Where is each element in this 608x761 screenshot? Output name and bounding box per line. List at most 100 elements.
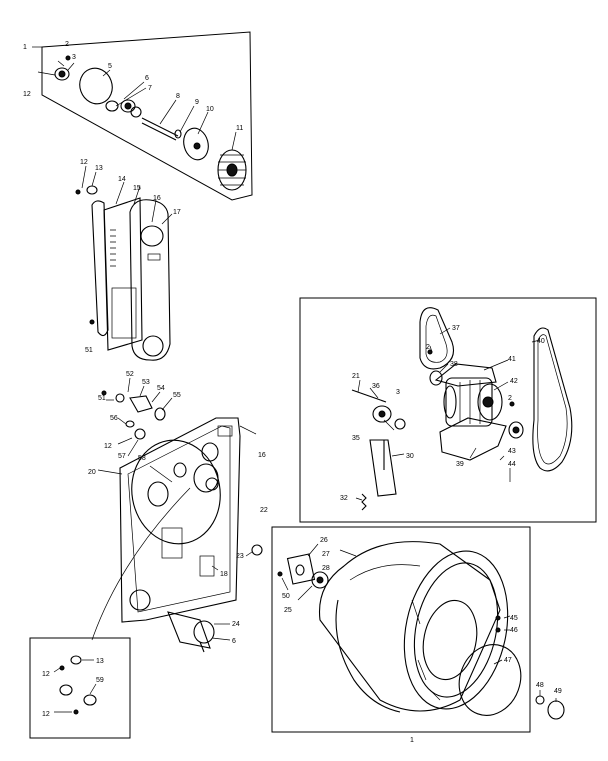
- callout-20: 20: [88, 469, 96, 476]
- callout-48: 48: [536, 682, 544, 689]
- callout-44: 44: [508, 461, 516, 468]
- fan-hub-part: [54, 67, 70, 81]
- roller-bracket-part: [286, 553, 316, 585]
- detail-frame: [29, 637, 131, 739]
- callout-54: 54: [157, 385, 165, 392]
- callout-12: 12: [42, 711, 50, 718]
- shaft-part: [141, 117, 179, 137]
- callout-56: 56: [110, 415, 118, 422]
- callout-16: 16: [153, 195, 161, 202]
- switch-part: [129, 395, 153, 413]
- detail-inset: [29, 637, 131, 739]
- callout-51: 51: [85, 347, 93, 354]
- callout-53: 53: [142, 379, 150, 386]
- door-switch-parts: [101, 377, 173, 457]
- callout-59: 59: [96, 677, 104, 684]
- callout-46: 46: [510, 627, 518, 634]
- callout-10: 10: [206, 106, 214, 113]
- callout-58: 58: [138, 455, 146, 462]
- callout-12: 12: [104, 443, 112, 450]
- blower-frame: [41, 31, 253, 201]
- callout-52: 52: [126, 371, 134, 378]
- callout-38: 38: [450, 361, 458, 368]
- callout-14: 14: [118, 176, 126, 183]
- pulley-part: [508, 421, 524, 439]
- callout-1: 1: [410, 737, 414, 744]
- drum-opening: [422, 599, 478, 681]
- callout-27: 27: [322, 551, 330, 558]
- callout-labels: 1 2 3 12 5 6 7 8 9 10 11 12 13 14 15 16 …: [23, 41, 562, 744]
- callout-13: 13: [96, 658, 104, 665]
- spring-part: [361, 493, 367, 511]
- motor-base-part: [439, 417, 507, 461]
- callout-3: 3: [72, 54, 76, 61]
- idler-arm-part: [369, 439, 397, 497]
- gasket-part: [91, 200, 109, 337]
- callout-7: 7: [148, 85, 152, 92]
- drum-part: [318, 541, 501, 712]
- motor-assembly: [299, 297, 597, 523]
- callout-42: 42: [510, 378, 518, 385]
- callout-18: 18: [220, 571, 228, 578]
- drum-roller-part: [311, 571, 329, 589]
- callout-12: 12: [42, 671, 50, 678]
- callout-41: 41: [508, 356, 516, 363]
- drum-roller-cap-part: [547, 700, 565, 720]
- disc-part: [183, 127, 209, 161]
- blower-wheel-part: [217, 149, 247, 191]
- callout-12: 12: [23, 91, 31, 98]
- callout-15: 15: [133, 185, 141, 192]
- callout-49: 49: [554, 688, 562, 695]
- callout-23: 23: [236, 553, 244, 560]
- fan-hub-center: [58, 70, 66, 78]
- callout-43: 43: [508, 448, 516, 455]
- callout-28: 28: [322, 565, 330, 572]
- bearing-part: [105, 100, 119, 112]
- callout-35: 35: [352, 435, 360, 442]
- capacitor-part: [167, 611, 231, 653]
- callout-47: 47: [504, 657, 512, 664]
- callout-1: 1: [23, 44, 27, 51]
- drum-assembly: [271, 526, 565, 733]
- callout-2: 2: [426, 344, 430, 351]
- motor-part: [443, 377, 503, 427]
- screw-part: [65, 55, 71, 61]
- callout-6: 6: [145, 75, 149, 82]
- drum-rear-rim: [403, 550, 509, 710]
- callout-55: 55: [173, 392, 181, 399]
- callout-51: 51: [98, 395, 106, 402]
- bulkhead-opening: [131, 439, 221, 545]
- callout-11: 11: [236, 125, 243, 132]
- callout-39: 39: [456, 461, 464, 468]
- callout-32: 32: [340, 495, 348, 502]
- callout-40: 40: [537, 338, 545, 345]
- idler-belt-part: [419, 307, 455, 370]
- callout-50: 50: [282, 593, 290, 600]
- duct-part: [103, 197, 143, 351]
- callout-25: 25: [284, 607, 292, 614]
- front-bulkhead-part: [91, 417, 257, 641]
- drum-support-parts: [245, 543, 329, 601]
- drum-seal-part: [458, 644, 522, 716]
- callout-2: 2: [65, 41, 69, 48]
- callout-5: 5: [108, 63, 112, 70]
- callout-22: 22: [260, 507, 268, 514]
- duct-cover-part: [129, 199, 171, 361]
- motor-frame: [299, 297, 597, 523]
- callout-3: 3: [396, 389, 400, 396]
- duct-assembly: [75, 165, 173, 361]
- callout-37: 37: [452, 325, 460, 332]
- callout-45: 45: [510, 615, 518, 622]
- motor-bracket-part: [434, 363, 497, 387]
- callout-12: 12: [80, 159, 88, 166]
- idler-pulley-part: [372, 405, 392, 423]
- callout-16: 16: [258, 452, 266, 459]
- callout-2: 2: [508, 395, 512, 402]
- callout-9: 9: [195, 99, 199, 106]
- callout-57: 57: [118, 453, 126, 460]
- callout-17: 17: [173, 209, 181, 216]
- seal-ring-part: [79, 67, 113, 105]
- drum-belt-part: [532, 327, 573, 472]
- callout-8: 8: [176, 93, 180, 100]
